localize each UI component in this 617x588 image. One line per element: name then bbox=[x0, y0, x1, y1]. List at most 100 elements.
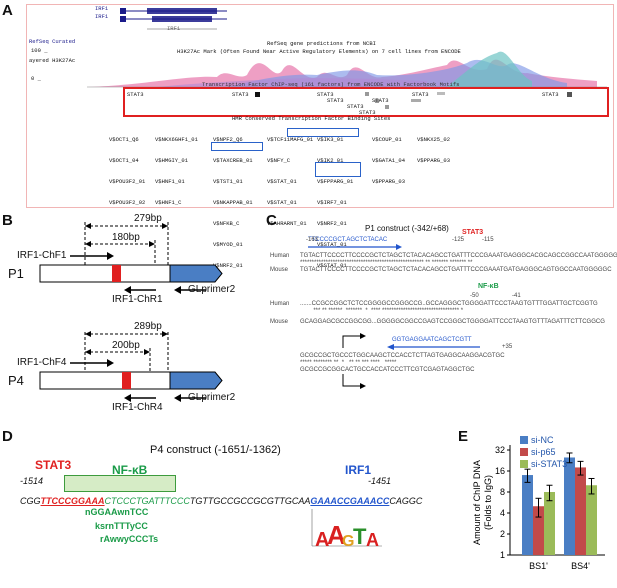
pos-50: -50 bbox=[470, 293, 479, 299]
tfbs-item: V$NKX6GHF1_01 bbox=[155, 136, 198, 143]
tfbs-item: V$IRF7_01 bbox=[317, 199, 347, 206]
p4-label: P4 bbox=[8, 373, 24, 388]
pos-115: -115 bbox=[482, 237, 494, 243]
tfbs-item: V$NRF2_01 bbox=[317, 220, 347, 227]
pos-35: +35 bbox=[502, 344, 513, 350]
svg-text:G: G bbox=[342, 533, 354, 549]
stars-1: ****************************************… bbox=[300, 260, 473, 266]
txn-desc: Transcription Factor ChIP-seq (161 facto… bbox=[202, 81, 460, 88]
gene-label-1: IRF1 bbox=[95, 5, 109, 12]
tfbs-item: V$STAT_01 bbox=[317, 241, 347, 248]
legend-swatch-si-p65 bbox=[520, 448, 528, 456]
stat3-label-3: STAT3 bbox=[317, 91, 334, 98]
panel-label-a: A bbox=[2, 2, 13, 19]
tss-arrow-bottom bbox=[342, 374, 366, 389]
h3k27-desc: H3K27Ac Mark (Often Found Near Active Re… bbox=[177, 48, 461, 55]
pos-41: -41 bbox=[512, 293, 521, 299]
mouse-label-1: Mouse bbox=[270, 267, 289, 273]
c-nfkb-label: NF-κB bbox=[478, 283, 499, 290]
svg-text:T: T bbox=[353, 524, 367, 549]
p1-construct-title: P1 construct (-342/+68) bbox=[365, 224, 449, 233]
p4-dist-inner: 200bp bbox=[112, 340, 140, 351]
p4-sequence: CGGTTCCCGGAAACTCCCTGATTTCCCTGTTGCCGCCGCG… bbox=[15, 486, 422, 506]
stat3-label-8: STAT3 bbox=[359, 109, 376, 116]
tfbs-item: V$IK2_01 bbox=[317, 157, 344, 164]
tfbs-item: V$HNF1_01 bbox=[155, 178, 185, 185]
p1-label: P1 bbox=[8, 266, 24, 281]
human-label-2: Human bbox=[270, 301, 290, 307]
tfbs-item: V$PPARG_03 bbox=[417, 157, 451, 164]
tfbs-item: V$HNF1_C bbox=[155, 199, 182, 206]
seq-stat3: TTCCCGGAAA bbox=[40, 496, 105, 506]
seq-nfkb: CTCCCTGATTTCCC bbox=[104, 496, 190, 506]
bar-si-STAT3-BS4' bbox=[586, 485, 597, 555]
y-tick-label: 1 bbox=[500, 550, 505, 560]
panel-label-e: E bbox=[458, 428, 469, 445]
p4-dist-outer: 289bp bbox=[134, 321, 162, 332]
tfbs-item: V$NRF2_01 bbox=[213, 262, 243, 269]
gene-label-2: IRF1 bbox=[95, 13, 109, 20]
d-nfkb-label: NF-κB bbox=[112, 463, 148, 477]
tfbs-item: V$FPPARG_01 bbox=[317, 178, 354, 185]
motif-2: ksrnTTTyCC bbox=[95, 521, 148, 531]
motif-3: rAwwyCCCTs bbox=[100, 534, 159, 544]
tfbs-item: V$NFY_C bbox=[267, 157, 291, 164]
mouse-label-2: Mouse bbox=[270, 319, 289, 325]
tfbs-item: V$OCT1_Q6 bbox=[109, 136, 139, 143]
tfbs-item: V$NPF2_Q6 bbox=[213, 136, 243, 143]
tfbs-item: V$NFKB_C bbox=[213, 220, 240, 227]
tfbs-item: V$AHRARNT_01 bbox=[267, 220, 307, 227]
tfbs-col-2: V$NKX6GHF1_01 V$HMGIY_01 V$HNF1_01 V$HNF… bbox=[155, 122, 198, 220]
hmr-desc: HMR Conserved Transcription Factor Bindi… bbox=[232, 115, 391, 122]
legend-swatch-si-NC bbox=[520, 436, 528, 444]
mouse-seq-1: TGTACTTCCCCTTCCCCGCTCTAGCTCTACACAGCCTGAT… bbox=[300, 267, 612, 273]
seq-suffix: CAGGC bbox=[389, 496, 423, 506]
nfkb-box bbox=[64, 475, 176, 492]
p4-construct-title: P4 construct (-1651/-1362) bbox=[150, 444, 281, 456]
legend-label-si-NC: si-NC bbox=[531, 435, 554, 445]
val-0: 0 _ bbox=[31, 75, 41, 82]
tfbs-item: V$TAXCREB_01 bbox=[213, 157, 253, 164]
gene-label-3: IRF1 bbox=[167, 25, 181, 32]
p4-rev-primer: IRF1-ChR4 bbox=[112, 402, 163, 413]
stat3-label-9: STAT3 bbox=[372, 97, 389, 104]
p1-dist-outer: 279bp bbox=[134, 213, 162, 224]
p1-fwd-primer: IRF1-ChF1 bbox=[17, 250, 67, 261]
panel-label-b: B bbox=[2, 212, 13, 229]
tfbs-col-1: V$OCT1_Q6 V$OCT1_04 V$POU3F2_01 V$POU3F2… bbox=[109, 122, 145, 220]
tfbs-col-3: V$NPF2_Q6 V$TAXCREB_01 V$TST1_01 V$NKAPP… bbox=[213, 122, 253, 283]
h3k27-label: ayered H3K27Ac bbox=[29, 57, 76, 64]
bar-si-p65-BS1' bbox=[533, 506, 544, 555]
stars-3: ***** ******** ** * ** ** *** **** ***** bbox=[300, 360, 397, 366]
stat-highlight-1 bbox=[287, 128, 359, 137]
y-tick-label: 16 bbox=[495, 466, 505, 476]
y-tick-label: 32 bbox=[495, 445, 505, 455]
tfbs-col-5: V$IK3_01 V$IK2_01 V$FPPARG_01 V$IRF7_01 … bbox=[317, 122, 353, 283]
mouse-seq-2: GCAGGAGCGCCGGCGG...GGGGGCGGCCGAGTCCGGGCT… bbox=[300, 319, 605, 325]
legend-swatch-si-STAT3 bbox=[520, 460, 528, 468]
tfbs-col-6: V$COUP_01 V$GATA1_04 V$PPARG_03 bbox=[372, 122, 405, 199]
tfbs-item: V$OCT1_04 bbox=[109, 157, 139, 164]
svg-text:A: A bbox=[366, 530, 379, 549]
human-seq-3: GCGCCGCTGCCCTGGCAAGCTCCACCTCTTAGTGAGGCAA… bbox=[300, 353, 505, 359]
pos-163: -163 bbox=[306, 237, 319, 243]
stat3-label-7: STAT3 bbox=[347, 103, 364, 110]
tfbs-item: V$STAT_01 bbox=[267, 199, 297, 206]
tfbs-item: V$TCF11MAFG_01 bbox=[267, 136, 314, 143]
seq-middle: TGTTGCCGCCGCGTTGCAA bbox=[189, 496, 311, 506]
genome-browser: IRF1 IRF1 IRF1 RefSeq Curated RefSeq gen… bbox=[26, 4, 614, 269]
seq-prefix: CGG bbox=[20, 496, 41, 506]
stat3-label-6: STAT3 bbox=[327, 97, 344, 104]
seq-irf1: GAAACCGAAACC bbox=[310, 496, 390, 506]
pos-1514: -1514 bbox=[20, 476, 44, 486]
bar-si-NC-BS4' bbox=[564, 457, 575, 555]
y-tick-label: 8 bbox=[500, 487, 505, 497]
bar-si-STAT3-BS1' bbox=[544, 492, 555, 555]
tfbs-item: V$HMGIY_01 bbox=[155, 157, 189, 164]
legend-label-si-p65: si-p65 bbox=[531, 447, 556, 457]
p1-rev-primer: IRF1-ChR1 bbox=[112, 294, 163, 305]
y-tick-label: 2 bbox=[500, 529, 505, 539]
irf1-sequence-logo: A A G T A bbox=[311, 509, 382, 549]
stat3-label-5: STAT3 bbox=[542, 91, 559, 98]
